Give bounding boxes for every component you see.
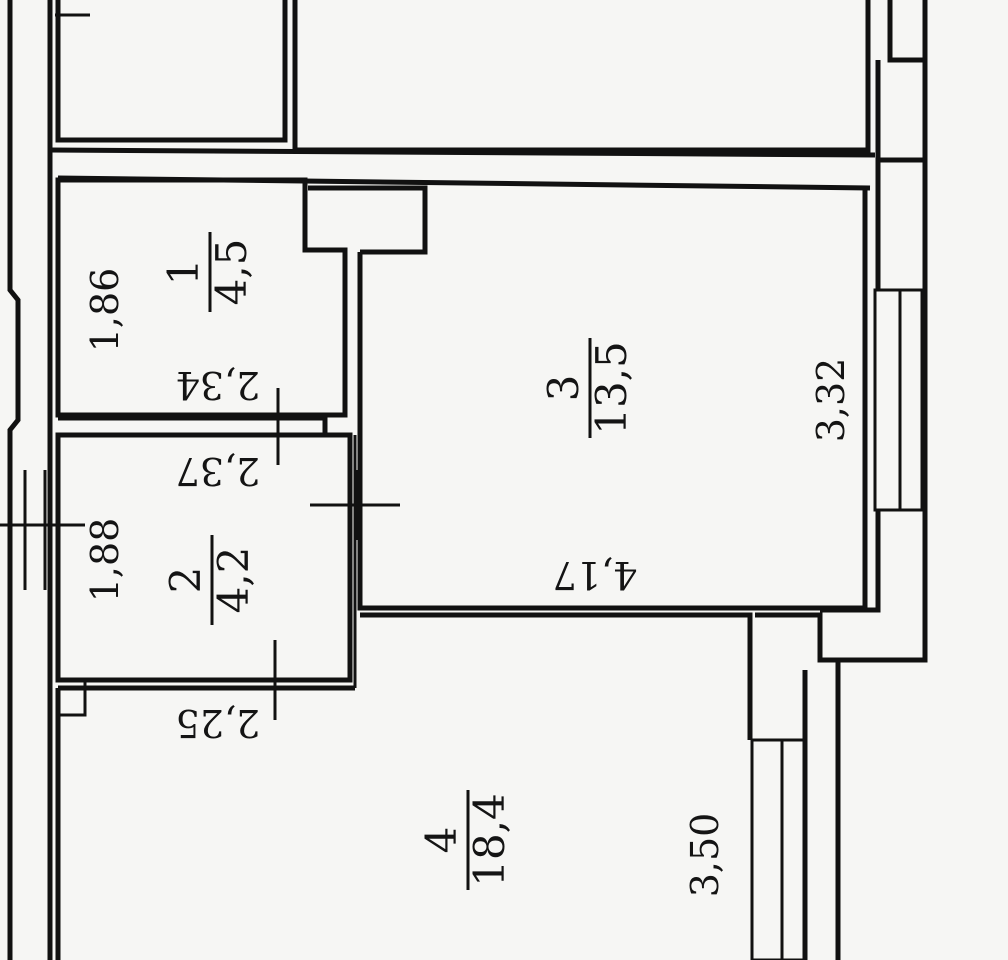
room-3-label: 3 13,5	[539, 338, 636, 438]
dim-room2-height: 1,86	[83, 268, 127, 353]
room-3-walls	[357, 188, 868, 611]
room-3-number: 3	[539, 375, 588, 402]
dimension-ticks	[0, 388, 400, 720]
dim-room1-top-width: 2,37	[176, 449, 261, 493]
room-2-number: 1	[159, 259, 208, 286]
dim-room3-height: 3,32	[809, 358, 853, 443]
top-rooms	[49, 0, 876, 158]
room-1-area: 4,2	[209, 547, 258, 614]
room-1-number: 2	[161, 567, 210, 594]
outer-wall-right	[820, 0, 928, 663]
room-4-number: 4	[417, 827, 466, 854]
room-1-label: 2 4,2	[161, 535, 258, 625]
vent-shaft	[308, 185, 428, 255]
window-room-3	[873, 288, 924, 512]
room-2-walls	[55, 175, 871, 418]
room-2-area: 4,5	[207, 239, 256, 306]
room-4-area: 18,4	[465, 793, 514, 887]
room-1-walls	[55, 415, 357, 691]
room-2-label: 1 4,5	[159, 232, 256, 312]
room-4-walls	[55, 612, 841, 960]
outer-wall-left	[7, 0, 53, 960]
window-room-4	[750, 738, 808, 960]
dim-room4-height: 3,50	[683, 813, 727, 898]
dim-room1-bottom-width: 2,25	[176, 701, 261, 745]
dim-room3-width: 4,17	[553, 553, 638, 597]
room-4-label: 4 18,4	[417, 790, 514, 890]
room-3-area: 13,5	[587, 341, 636, 435]
dim-room2-width: 2,34	[176, 363, 261, 407]
dim-room1-height: 1,88	[83, 518, 127, 603]
